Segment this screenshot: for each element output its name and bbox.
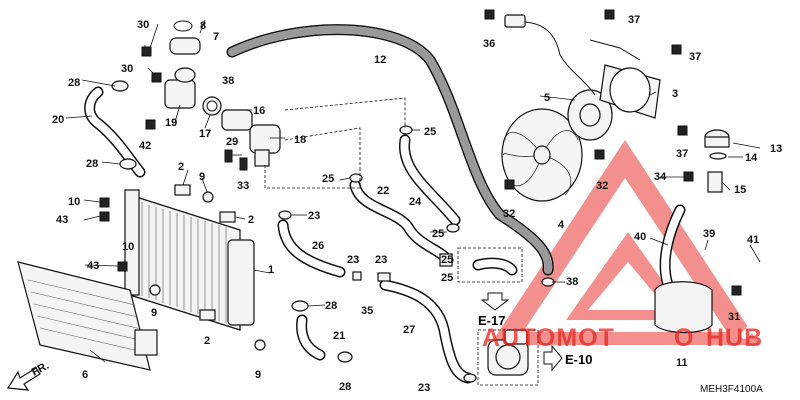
label-part-37c: 37 (676, 148, 688, 160)
leader-lines (65, 19, 761, 363)
label-part-35: 35 (361, 305, 373, 317)
reservoir-tank (654, 129, 730, 334)
label-part-36: 36 (483, 38, 495, 50)
label-part-23c: 23 (375, 254, 387, 266)
label-part-23d: 23 (418, 382, 430, 394)
label-part-13: 13 (770, 143, 782, 155)
label-part-40: 40 (634, 231, 646, 243)
label-part-18: 18 (294, 134, 306, 146)
label-part-23a: 23 (308, 210, 320, 222)
label-part-37a: 37 (628, 14, 640, 26)
watermark-text-c: HUB (706, 324, 763, 352)
label-part-24: 24 (409, 196, 422, 208)
label-part-19: 19 (165, 117, 177, 129)
label-part-9c: 9 (255, 369, 261, 381)
label-part-41: 41 (747, 234, 759, 246)
reference-e10: E-10 (565, 352, 592, 367)
label-part-6: 6 (82, 369, 88, 381)
label-part-32a: 32 (596, 180, 608, 192)
label-part-5: 5 (544, 92, 550, 104)
bolts (99, 9, 742, 351)
label-part-25b: 25 (322, 173, 334, 185)
e10-arrow (543, 344, 563, 372)
label-part-4: 4 (558, 219, 565, 231)
label-part-25e: 25 (441, 272, 453, 284)
label-part-28d: 28 (339, 381, 351, 393)
label-part-1: 1 (268, 264, 274, 276)
label-part-20: 20 (52, 114, 64, 126)
label-part-43b: 43 (87, 260, 99, 272)
label-part-16: 16 (253, 105, 265, 117)
water-pump (487, 329, 529, 376)
label-part-8: 8 (200, 20, 206, 32)
label-part-7: 7 (213, 31, 219, 43)
label-part-2a: 2 (178, 161, 184, 173)
diagram-code: MEH3F4100A (700, 384, 763, 395)
label-part-2b: 2 (248, 214, 254, 226)
label-part-15: 15 (734, 184, 746, 196)
radiator-grille (17, 261, 158, 371)
part-labels: 1 2 2 2 3 4 5 6 7 8 9 9 9 10 10 11 12 13… (52, 14, 782, 394)
reference-e17: E-17 (478, 313, 505, 328)
radiator (124, 189, 255, 331)
hoses (84, 24, 768, 384)
label-part-28b: 28 (86, 158, 98, 170)
e17-arrow (480, 292, 510, 311)
label-part-38a: 38 (222, 75, 234, 87)
label-part-3: 3 (672, 88, 678, 100)
label-part-9a: 9 (199, 171, 205, 183)
label-part-17: 17 (199, 128, 211, 140)
label-part-25a: 25 (424, 126, 436, 138)
front-direction-arrow (6, 367, 41, 391)
label-part-26: 26 (312, 240, 324, 252)
label-part-10a: 10 (68, 196, 80, 208)
label-part-21: 21 (333, 330, 345, 342)
label-part-37b: 37 (689, 51, 701, 63)
label-part-30a: 30 (137, 19, 149, 31)
label-part-22: 22 (377, 185, 389, 197)
front-direction-label: FR. (30, 360, 51, 379)
label-part-11: 11 (676, 357, 688, 369)
label-part-28c: 28 (325, 300, 337, 312)
label-part-38b: 38 (566, 276, 578, 288)
label-part-2c: 2 (204, 335, 210, 347)
label-part-39: 39 (703, 228, 715, 240)
label-part-25c: 25 (432, 228, 444, 240)
thermostat-housing (164, 20, 281, 171)
watermark-text-a: AUTOMOT (482, 324, 615, 352)
label-part-33: 33 (237, 180, 249, 192)
label-part-27: 27 (403, 324, 415, 336)
label-part-14: 14 (745, 152, 758, 164)
watermark-text: AUTOMOT O HUB (482, 324, 763, 352)
label-part-34: 34 (654, 171, 667, 183)
label-part-12: 12 (374, 54, 386, 66)
label-part-9b: 9 (151, 307, 157, 319)
label-part-32b: 32 (503, 208, 515, 220)
fan-assembly (501, 14, 661, 202)
label-part-30b: 30 (121, 63, 133, 75)
label-part-43a: 43 (56, 214, 68, 226)
label-part-28a: 28 (68, 77, 80, 89)
label-part-42: 42 (139, 140, 151, 152)
reference-boxes (264, 97, 539, 386)
label-part-25d: 25 (441, 254, 453, 266)
watermark-text-b: O (674, 324, 694, 352)
label-part-29: 29 (226, 136, 238, 148)
label-part-23b: 23 (347, 254, 359, 266)
label-part-31: 31 (728, 311, 740, 323)
label-part-10b: 10 (122, 241, 134, 253)
